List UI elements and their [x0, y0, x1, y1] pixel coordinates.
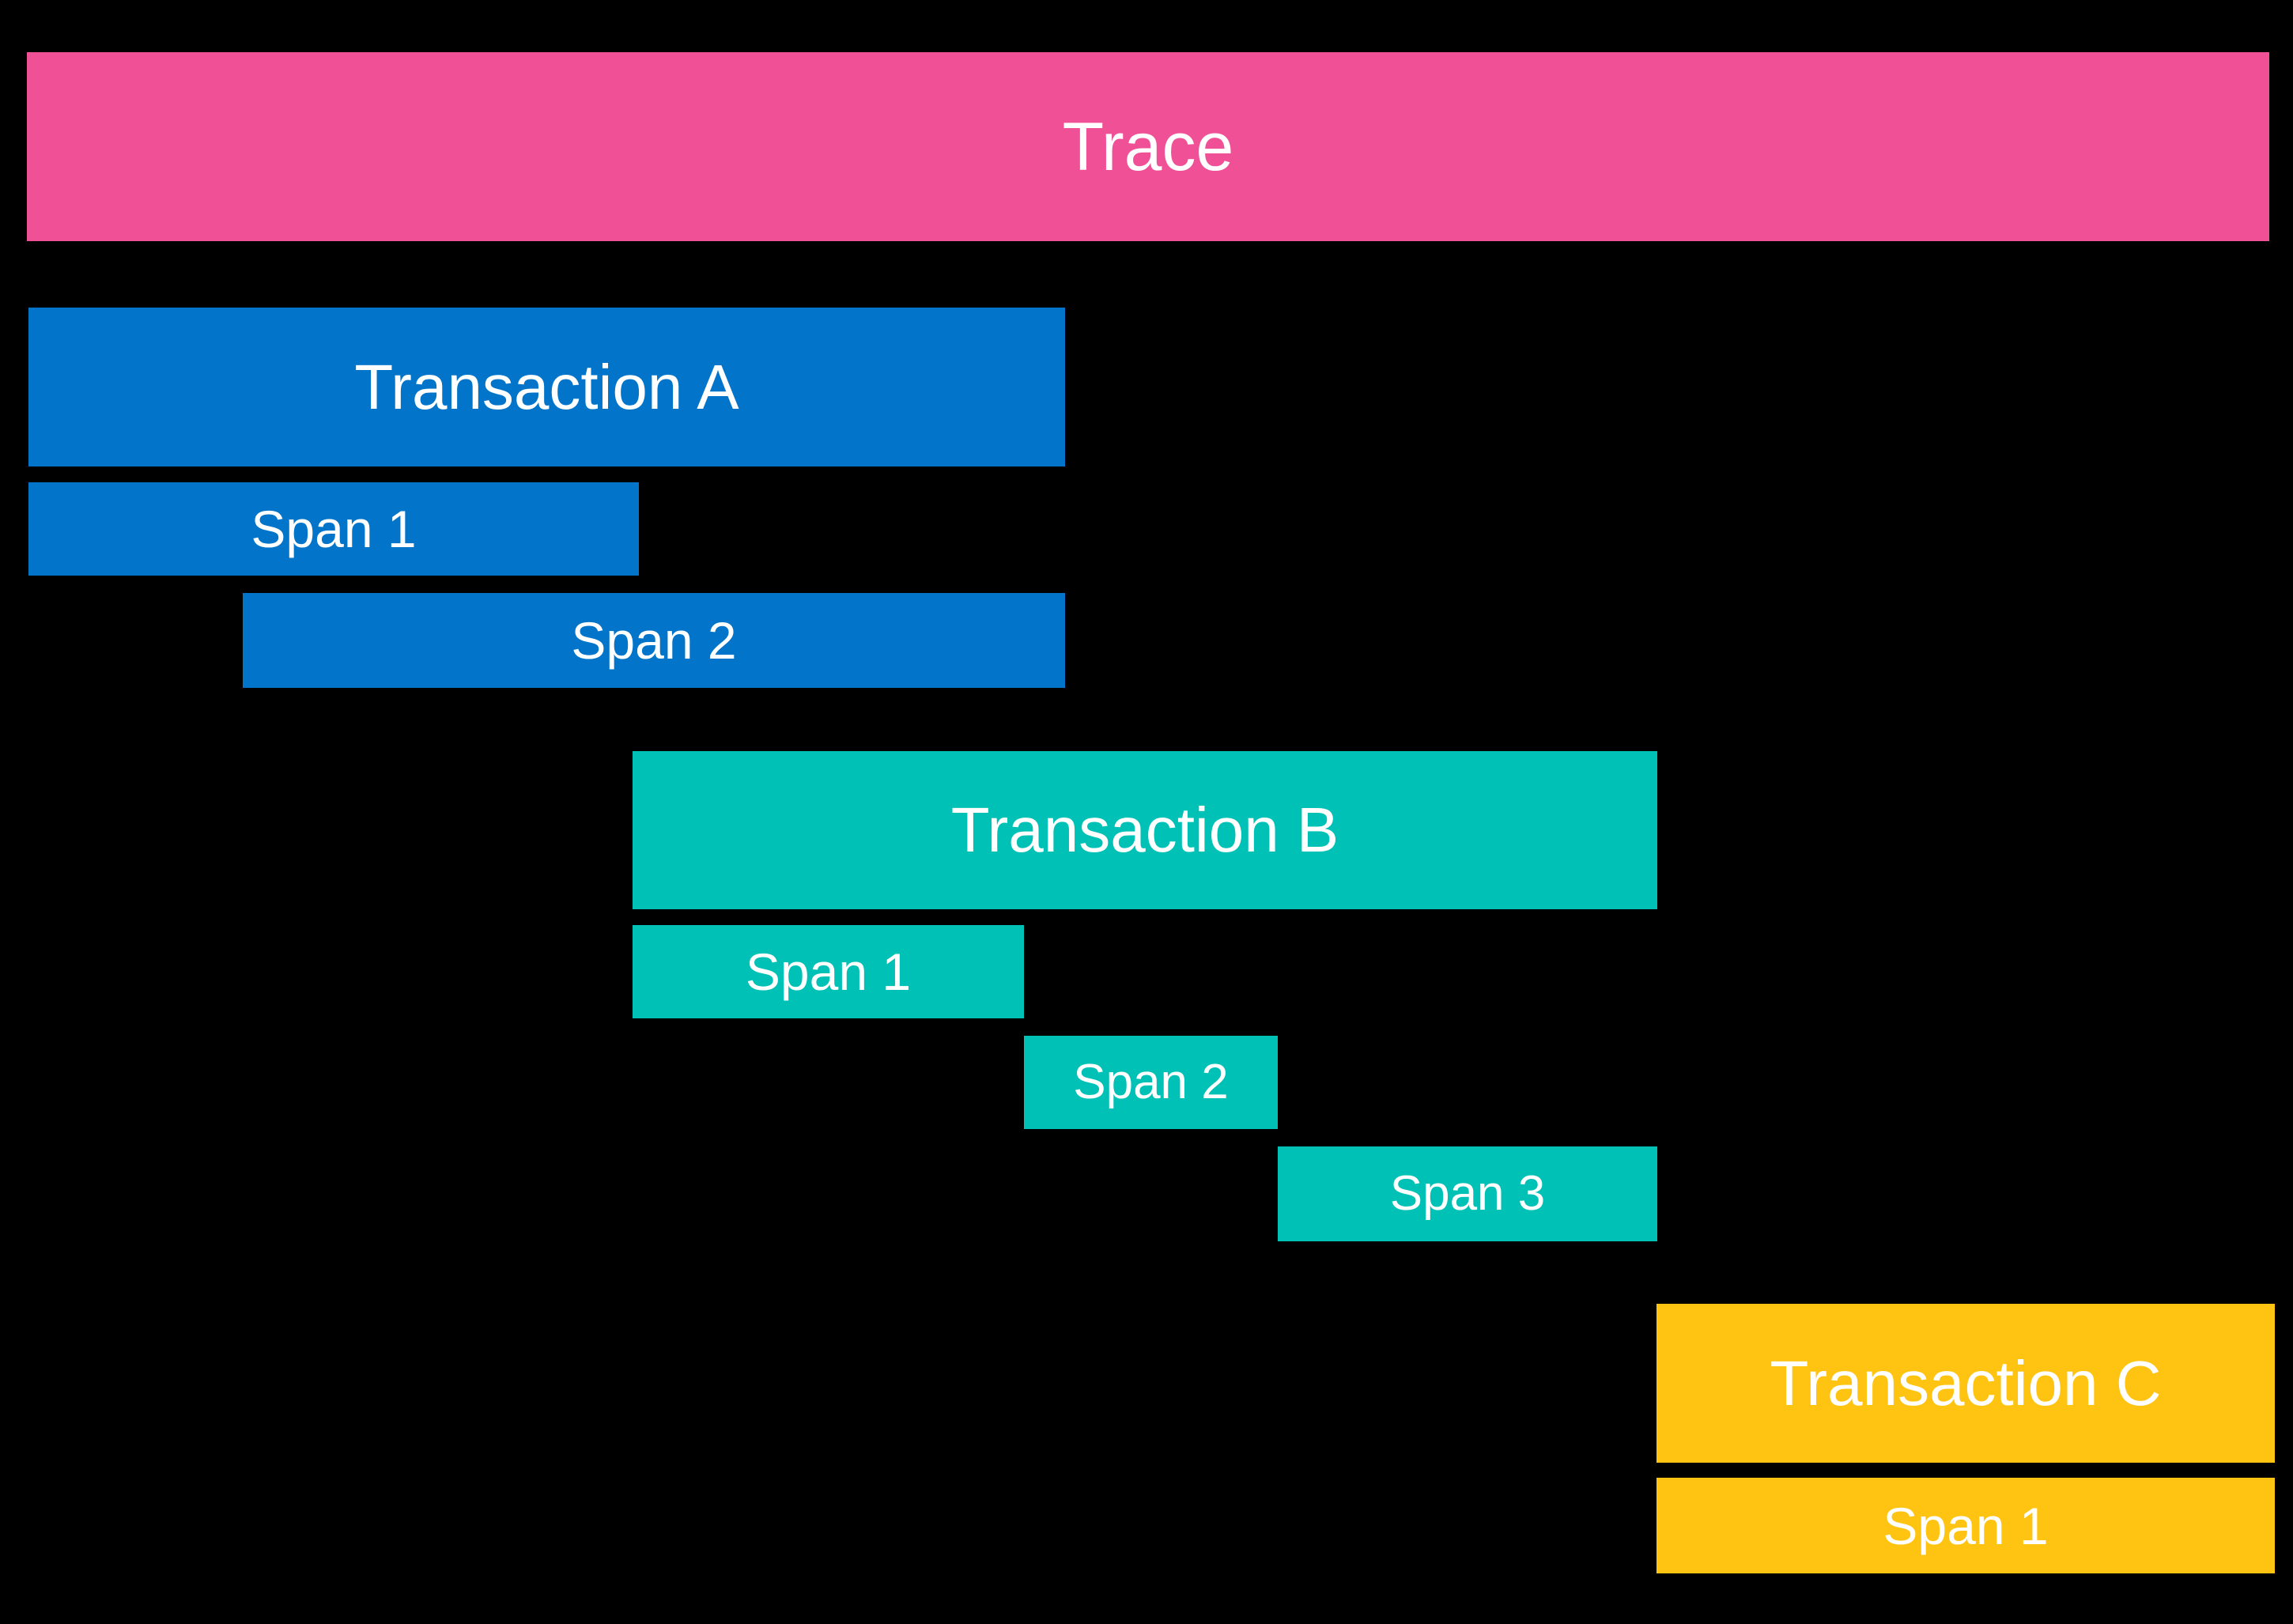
- transaction-a-span-2-label: Span 2: [571, 611, 737, 670]
- transaction-a-span-1-label: Span 1: [251, 500, 417, 558]
- transaction-b-span-3-label: Span 3: [1389, 1166, 1546, 1221]
- trace-bar-label: Trace: [1062, 108, 1234, 185]
- transaction-b-span-2-label: Span 2: [1073, 1055, 1229, 1109]
- transaction-b-label: Transaction B: [950, 795, 1339, 865]
- transaction-a-bar[interactable]: Transaction A: [28, 308, 1065, 466]
- trace-bar[interactable]: Trace: [27, 52, 2269, 241]
- transaction-b-span-1-label: Span 1: [745, 942, 912, 1001]
- transaction-c-span-1-label: Span 1: [1883, 1496, 2049, 1555]
- transaction-b-span-1-bar[interactable]: Span 1: [633, 925, 1024, 1018]
- transaction-b-span-2-bar[interactable]: Span 2: [1024, 1036, 1278, 1129]
- transaction-b-span-3-bar[interactable]: Span 3: [1278, 1146, 1657, 1241]
- transaction-c-span-1-bar[interactable]: Span 1: [1656, 1478, 2275, 1573]
- transaction-a-span-1-bar[interactable]: Span 1: [28, 482, 639, 576]
- transaction-c-bar[interactable]: Transaction C: [1656, 1304, 2275, 1463]
- transaction-b-bar[interactable]: Transaction B: [633, 751, 1657, 909]
- transaction-a-label: Transaction A: [354, 351, 739, 422]
- transaction-a-span-2-bar[interactable]: Span 2: [243, 593, 1065, 688]
- transaction-c-label: Transaction C: [1770, 1347, 2162, 1418]
